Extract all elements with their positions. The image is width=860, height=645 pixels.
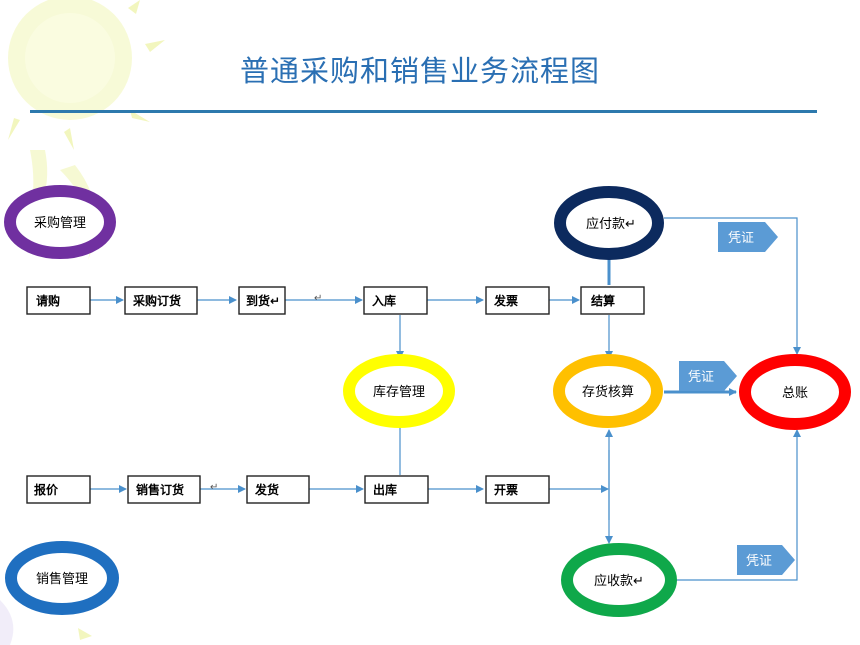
voucher-tag-payable: 凭证 — [718, 222, 778, 252]
process-label: 发票 — [493, 293, 518, 308]
sun-decoration — [0, 0, 165, 645]
process-box-chuku: 出库 — [364, 475, 429, 504]
voucher-tag-stock: 凭证 — [679, 361, 737, 391]
voucher-tag-label: 凭证 — [728, 231, 754, 246]
process-box-daohuo: 到货↵ — [238, 286, 286, 315]
module-label: 库存管理 — [373, 384, 425, 400]
process-label: 开票 — [494, 483, 518, 497]
process-label: 采购订货 — [132, 293, 181, 308]
module-sales: 销售管理 — [5, 541, 119, 615]
module-stock-accounting: 存货核算 — [553, 354, 663, 428]
process-label: 发货 — [254, 482, 279, 497]
voucher-tags: 凭证 凭证 凭证 — [679, 222, 795, 575]
voucher-tag-receivable: 凭证 — [737, 545, 795, 575]
module-label: 销售管理 — [36, 571, 88, 587]
process-box-fapiao: 发票 — [485, 286, 550, 315]
module-receivable: 应收款↵ — [561, 543, 677, 617]
title-underline — [30, 110, 817, 113]
process-box-jiesuan: 结算 — [580, 286, 645, 315]
process-label: 销售订货 — [136, 482, 184, 497]
arrow-yingshou-zongzhang — [675, 429, 801, 581]
process-label: 到货↵ — [246, 293, 280, 308]
stray-mark: ↵ — [210, 482, 218, 493]
connectors — [90, 217, 801, 581]
purchase-process-boxes: 请购 采购订货 到货↵ 入库 发票 结算 — [26, 286, 645, 315]
process-label: 请购 — [36, 293, 60, 308]
process-label: 结算 — [591, 293, 615, 308]
module-purchase: 采购管理 — [4, 185, 116, 259]
module-label: 采购管理 — [34, 215, 86, 231]
module-rings: 采购管理 销售管理 库存管理 应付款↵ 存货核算 应收款↵ 总账 — [4, 185, 851, 617]
voucher-tag-label: 凭证 — [746, 554, 772, 569]
module-label: 应收款↵ — [594, 573, 644, 589]
process-box-caigou-dinghuo: 采购订货 — [124, 286, 198, 315]
process-box-baojia: 报价 — [26, 475, 91, 504]
process-label: 入库 — [372, 293, 396, 308]
module-ledger: 总账 — [739, 354, 851, 430]
process-box-kaipiao: 开票 — [485, 475, 550, 504]
process-box-qinggou: 请购 — [26, 286, 91, 315]
module-inventory: 库存管理 — [343, 354, 455, 428]
arrow-yingfu-zongzhang — [664, 217, 801, 355]
process-box-fahuo: 发货 — [246, 475, 310, 504]
voucher-tag-label: 凭证 — [688, 370, 714, 385]
process-label: 报价 — [34, 482, 59, 497]
module-label: 应付款↵ — [586, 216, 636, 232]
module-label: 存货核算 — [582, 384, 634, 400]
page-title: 普通采购和销售业务流程图 — [239, 54, 600, 88]
module-label: 总账 — [782, 386, 808, 401]
sales-process-boxes: 报价 销售订货 发货 出库 开票 — [26, 475, 550, 504]
process-box-ruku: 入库 — [363, 286, 428, 315]
module-payable: 应付款↵ — [554, 186, 664, 260]
process-label: 出库 — [373, 482, 397, 497]
process-box-xiaoshou-dinghuo: 销售订货 — [127, 475, 201, 504]
stray-mark: ↵ — [314, 293, 322, 304]
